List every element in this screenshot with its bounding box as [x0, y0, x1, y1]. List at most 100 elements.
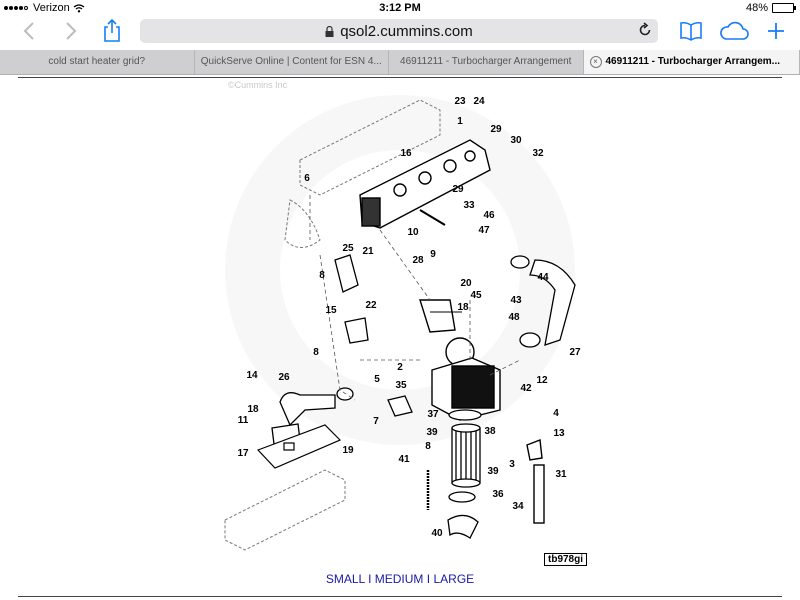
- callout-20: 20: [460, 278, 472, 289]
- reload-icon: [639, 22, 651, 36]
- callout-26: 26: [278, 372, 290, 383]
- tab-quickserve-online[interactable]: QuickServe Online | Content for ESN 4...: [195, 50, 389, 74]
- new-tab-button[interactable]: [764, 18, 788, 44]
- elbow-pipe: [271, 387, 354, 445]
- callout-8: 8: [425, 441, 431, 452]
- close-tab-icon[interactable]: ×: [589, 56, 602, 68]
- back-button[interactable]: [18, 18, 40, 44]
- callout-13: 13: [553, 428, 565, 439]
- callout-41: 41: [398, 454, 410, 465]
- exhaust-manifold: [359, 139, 491, 229]
- callout-21: 21: [362, 246, 374, 257]
- tab-label: QuickServe Online | Content for ESN 4...: [200, 56, 382, 67]
- tab-turbocharger-arrangement-active[interactable]: × 46911211 - Turbocharger Arrangem...: [583, 50, 800, 74]
- callout-30: 30: [510, 135, 522, 146]
- callout-22: 22: [365, 300, 377, 311]
- wifi-icon: [73, 3, 85, 12]
- forward-button[interactable]: [60, 18, 82, 44]
- share-icon: [104, 19, 120, 42]
- callout-18: 18: [457, 302, 469, 313]
- callout-14: 14: [246, 370, 258, 381]
- callout-39: 39: [426, 427, 438, 438]
- callout-35: 35: [395, 380, 407, 391]
- icloud-tabs-button[interactable]: [718, 18, 750, 44]
- callout-11: 11: [238, 415, 249, 426]
- tab-label: 46911211 - Turbocharger Arrangem...: [605, 56, 781, 67]
- reload-button[interactable]: [638, 22, 652, 42]
- callout-24: 24: [473, 96, 485, 107]
- intake-hose: [510, 255, 576, 348]
- plus-icon: [768, 23, 784, 39]
- copyright-text: ©Cummins Inc: [228, 80, 288, 90]
- callout-29: 29: [452, 184, 464, 195]
- bookmarks-button[interactable]: [678, 18, 704, 44]
- separator: I: [368, 572, 372, 586]
- clock: 3:12 PM: [379, 2, 421, 14]
- callout-29: 29: [490, 124, 502, 135]
- filter-element: [447, 409, 482, 539]
- gasket-plate: [256, 424, 342, 469]
- signal-strength-icon: [4, 6, 28, 10]
- turbocharger: [419, 299, 501, 421]
- bottom-divider: [18, 596, 782, 597]
- callout-12: 12: [536, 375, 548, 386]
- callout-15: 15: [325, 305, 337, 316]
- callout-37: 37: [427, 409, 439, 420]
- lock-icon: [325, 25, 334, 37]
- callout-43: 43: [510, 295, 522, 306]
- callout-2: 2: [397, 362, 403, 373]
- battery-icon: [772, 3, 796, 13]
- chevron-right-icon: [66, 22, 77, 40]
- callout-31: 31: [555, 469, 567, 480]
- tab-bar: cold start heater grid? QuickServe Onlin…: [0, 50, 800, 75]
- brackets: [334, 254, 413, 417]
- size-medium-link[interactable]: MEDIUM: [374, 572, 424, 586]
- share-button[interactable]: [100, 18, 124, 44]
- callout-19: 19: [342, 445, 354, 456]
- cylinder-head-outline: [284, 99, 441, 248]
- tab-label: 46911211 - Turbocharger Arrangement: [400, 56, 572, 67]
- address-bar[interactable]: qsol2.cummins.com: [140, 19, 658, 43]
- carrier-label: Verizon: [33, 2, 70, 14]
- callout-7: 7: [373, 416, 379, 427]
- callout-8: 8: [319, 270, 325, 281]
- figure-code: tb978gi: [544, 553, 588, 566]
- callout-6: 6: [304, 173, 310, 184]
- callout-18: 18: [247, 404, 259, 415]
- callout-3: 3: [509, 459, 515, 470]
- separator: I: [426, 572, 431, 586]
- cummins-watermark: [225, 95, 575, 445]
- callout-16: 16: [400, 148, 412, 159]
- tab-cold-start-heater[interactable]: cold start heater grid?: [0, 50, 195, 74]
- chevron-left-icon: [23, 22, 34, 40]
- size-small-link[interactable]: SMALL: [325, 572, 365, 586]
- callout-23: 23: [454, 96, 466, 107]
- engine-block-outline: [224, 469, 346, 551]
- callout-39: 39: [487, 466, 499, 477]
- callout-47: 47: [478, 225, 490, 236]
- callout-1: 1: [457, 116, 463, 127]
- callout-46: 46: [483, 210, 495, 221]
- cloud-icon: [720, 21, 749, 40]
- tab-label: cold start heater grid?: [48, 56, 146, 67]
- callout-17: 17: [237, 448, 249, 459]
- carrier: Verizon: [4, 2, 85, 14]
- callout-32: 32: [532, 148, 544, 159]
- battery-percent: 48%: [745, 2, 768, 14]
- callout-25: 25: [342, 243, 354, 254]
- callout-28: 28: [412, 255, 424, 266]
- battery-indicator: 48%: [745, 2, 796, 14]
- tab-turbocharger-arrangement[interactable]: 46911211 - Turbocharger Arrangement: [389, 50, 584, 74]
- book-icon: [680, 21, 702, 41]
- callout-45: 45: [470, 290, 482, 301]
- callout-5: 5: [374, 374, 380, 385]
- callout-40: 40: [431, 528, 443, 539]
- callout-27: 27: [569, 347, 581, 358]
- callout-33: 33: [463, 200, 475, 211]
- size-large-link[interactable]: LARGE: [433, 572, 475, 586]
- callout-10: 10: [407, 227, 419, 238]
- callout-34: 34: [512, 501, 524, 512]
- callout-42: 42: [520, 383, 532, 394]
